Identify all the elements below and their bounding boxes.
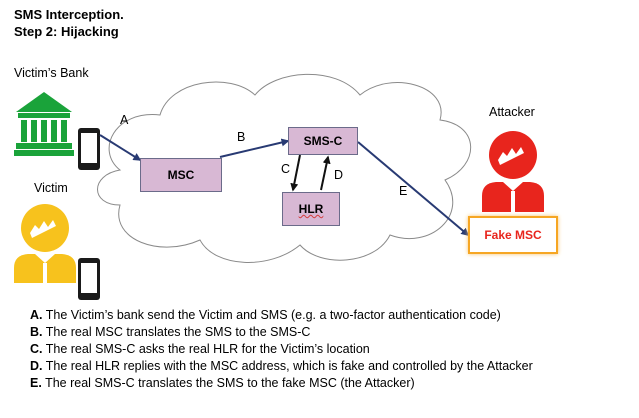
attacker-label: Attacker [489,105,535,119]
legend-item-a: A. The Victim’s bank send the Victim and… [30,308,501,322]
msc-node: MSC [140,158,222,192]
bank-phone-icon [78,128,100,170]
legend: A. The Victim’s bank send the Victim and… [30,307,533,392]
legend-item-e: E. The real SMS-C translates the SMS to … [30,376,415,390]
hlr-node-label: HLR [298,202,324,216]
edge-a-label: A [120,113,129,127]
victim-phone-icon [78,258,100,300]
title-line-1: SMS Interception. [14,7,124,22]
edge-b-label: B [237,130,246,144]
msc-node-label: MSC [167,168,195,182]
edge-e-label: E [399,184,408,198]
edge-c-label: C [281,162,291,176]
network-cloud [97,73,472,263]
attacker-person-icon [482,131,544,212]
fake-msc-node: Fake MSC [468,216,558,254]
legend-item-b: B. The real MSC translates the SMS to th… [30,325,311,339]
edge-d-arrow [320,155,331,191]
legend-item-d: D. The real HLR replies with the MSC add… [30,359,533,373]
smsc-node-label: SMS-C [303,134,343,148]
victim-label: Victim [34,181,68,195]
title-line-2: Step 2: Hijacking [14,24,119,39]
edge-e-arrow [357,141,470,236]
hlr-node: HLR [282,192,340,226]
legend-item-c: C. The real SMS-C asks the real HLR for … [30,342,370,356]
smsc-node: SMS-C [288,127,358,155]
bank-icon [14,92,74,156]
victim-person-icon [14,204,76,283]
edge-d-label: D [334,168,344,182]
edge-b-arrow [219,138,290,158]
victims-bank-label: Victim’s Bank [14,66,89,80]
edge-a-arrow [99,134,142,161]
fake-msc-node-label: Fake MSC [484,228,542,242]
edge-c-arrow [290,154,301,192]
